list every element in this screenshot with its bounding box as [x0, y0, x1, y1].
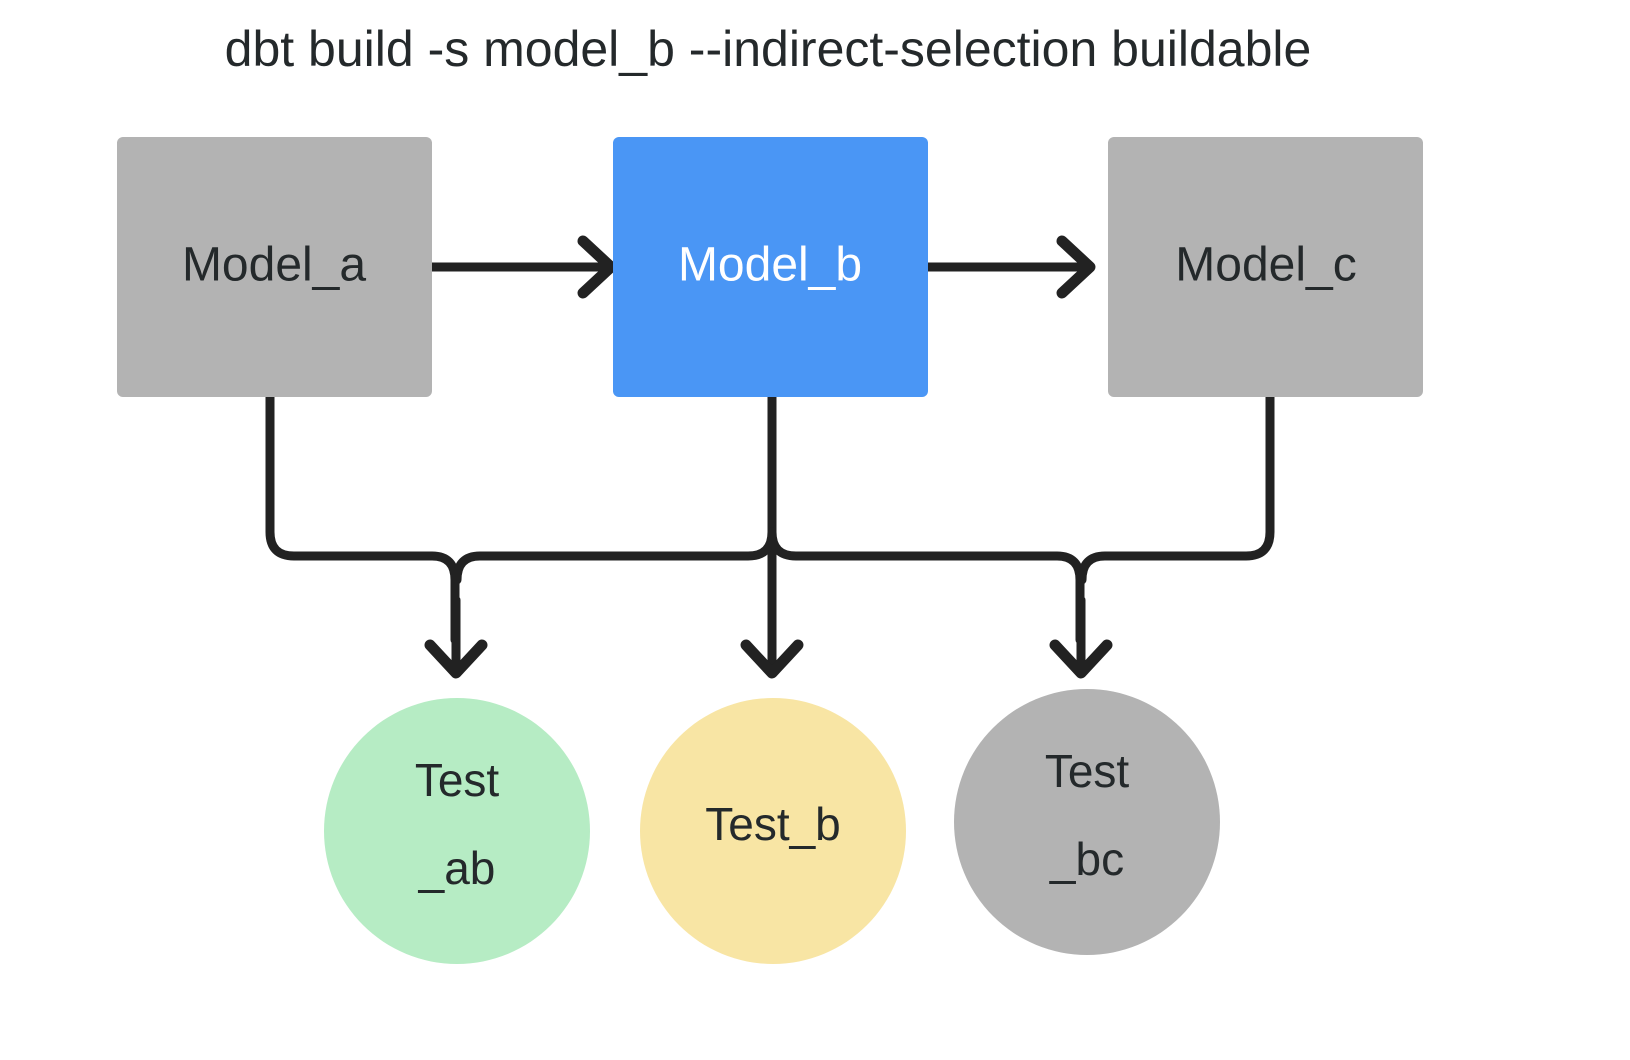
node-model-a[interactable]: Model_a	[117, 137, 432, 397]
model-b-label: Model_b	[678, 239, 862, 292]
edge-model-a-to-test-ab	[265, 392, 460, 645]
model-a-label: Model_a	[182, 239, 366, 292]
test-ab-label-line2: _ab	[418, 842, 496, 894]
test-b-label-line1: Test_b	[705, 798, 841, 850]
test-bc-label-line2: _bc	[1049, 833, 1124, 885]
node-test-b[interactable]: Test_b	[640, 698, 906, 964]
test-ab-circle[interactable]	[324, 698, 590, 964]
edge-model-b-to-test-ab	[452, 527, 777, 585]
model-c-label: Model_c	[1175, 239, 1356, 292]
node-test-ab[interactable]: Test _ab	[324, 698, 590, 964]
test-ab-label-line1: Test	[415, 754, 500, 806]
node-model-c[interactable]: Model_c	[1108, 137, 1423, 397]
model-a-box[interactable]	[117, 137, 432, 397]
edge-model-b-to-test-bc	[767, 527, 1085, 645]
arrowhead-into-test-ab	[424, 595, 488, 679]
model-c-box[interactable]	[1108, 137, 1423, 397]
arrowhead-into-test-bc	[1049, 595, 1113, 679]
test-b-circle[interactable]	[640, 698, 906, 964]
arrowhead-into-test-b	[740, 595, 804, 679]
page-title: dbt build -s model_b --indirect-selectio…	[225, 21, 1312, 77]
edge-model-c-to-test-bc	[1077, 392, 1275, 585]
node-test-bc[interactable]: Test _bc	[954, 689, 1220, 955]
edge-model-b-to-model-c	[923, 235, 1096, 299]
node-model-b[interactable]: Model_b	[613, 137, 928, 397]
test-bc-circle[interactable]	[954, 689, 1220, 955]
test-bc-label-line1: Test	[1045, 745, 1130, 797]
model-b-box[interactable]	[613, 137, 928, 397]
edge-model-a-to-model-b	[427, 235, 617, 299]
